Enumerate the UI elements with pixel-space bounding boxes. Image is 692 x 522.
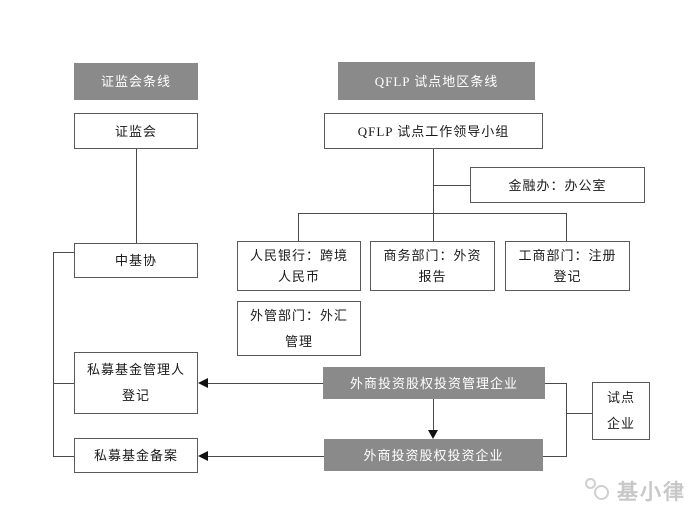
connector-line [206, 383, 323, 384]
connector-line [53, 252, 54, 456]
commerce-dept-label-line1: 商务部门：外资 [383, 248, 482, 263]
qflp-leading-group-box: QFLP 试点工作领导小组 [324, 113, 543, 149]
arrow-left-icon [198, 451, 208, 461]
safe-dept-label-line1: 外管部门：外汇 [249, 307, 348, 323]
logo-circle-small [585, 478, 596, 489]
qflp-leading-group-label: QFLP 试点工作领导小组 [357, 123, 510, 139]
finance-office-label: 金融办：办公室 [508, 177, 607, 193]
pilot-enterprise-label-line1: 试点 [606, 390, 635, 405]
connector-line [53, 252, 74, 253]
watermark-text: 基小律 [617, 480, 686, 504]
commerce-dept-label-line2: 报告 [418, 269, 447, 284]
qflp-region-line-header: QFLP 试点地区条线 [338, 62, 535, 100]
pilot-enterprise-label-line2: 企业 [606, 416, 635, 431]
safe-dept-box: 外管部门：外汇 管理 [237, 301, 361, 356]
connector-line [433, 213, 434, 241]
pboc-label-line1: 人民银行：跨境 [249, 248, 348, 263]
finance-office-box: 金融办：办公室 [470, 167, 645, 203]
fi-investment-enterprise-box: 外商投资股权投资企业 [324, 439, 543, 471]
connector-line [206, 456, 324, 457]
fund-filing-box: 私募基金备案 [74, 438, 198, 473]
arrow-down-icon [428, 430, 438, 439]
jixiaolv-logo-icon [585, 478, 611, 504]
aic-dept-box: 工商部门：注册 登记 [505, 241, 630, 291]
pilot-enterprise-box: 试点 企业 [592, 382, 650, 440]
safe-dept-label-line2: 管理 [284, 333, 313, 349]
connector-line [566, 413, 592, 414]
connector-line [433, 149, 434, 213]
connector-line [53, 456, 74, 457]
amac-label: 中基协 [114, 253, 157, 268]
amac-box: 中基协 [74, 243, 198, 278]
manager-registration-box: 私募基金管理人 登记 [74, 352, 198, 414]
connector-line [433, 185, 470, 186]
connector-line [53, 383, 74, 384]
arrow-left-icon [198, 378, 208, 388]
fund-filing-label: 私募基金备案 [93, 448, 178, 463]
qflp-region-line-header-label: QFLP 试点地区条线 [374, 73, 499, 89]
commerce-dept-box: 商务部门：外资 报告 [370, 241, 495, 291]
fi-management-enterprise-label: 外商投资股权投资管理企业 [349, 375, 518, 391]
connector-line [136, 149, 137, 243]
csrc-line-header: 证监会条线 [74, 63, 198, 100]
csrc-line-header-label: 证监会条线 [100, 74, 171, 89]
aic-dept-label-line1: 工商部门：注册 [518, 248, 617, 263]
fi-investment-enterprise-label: 外商投资股权投资企业 [363, 447, 504, 463]
connector-line [298, 213, 299, 241]
connector-line [433, 399, 434, 431]
csrc-label: 证监会 [114, 123, 157, 139]
manager-registration-label-line1: 私募基金管理人 [86, 362, 185, 377]
manager-registration-label-line2: 登记 [121, 388, 150, 403]
pboc-label-line2: 人民币 [277, 269, 320, 284]
pboc-box: 人民银行：跨境 人民币 [237, 241, 361, 291]
connector-line [566, 383, 567, 457]
connector-line [566, 213, 567, 241]
logo-circle-large [594, 485, 609, 500]
connector-line [545, 383, 566, 384]
fi-management-enterprise-box: 外商投资股权投资管理企业 [323, 367, 545, 399]
connector-line [543, 456, 566, 457]
watermark-logo: 基小律 [585, 476, 686, 506]
csrc-box: 证监会 [74, 113, 198, 149]
aic-dept-label-line2: 登记 [553, 269, 582, 284]
connector-line [298, 213, 567, 214]
